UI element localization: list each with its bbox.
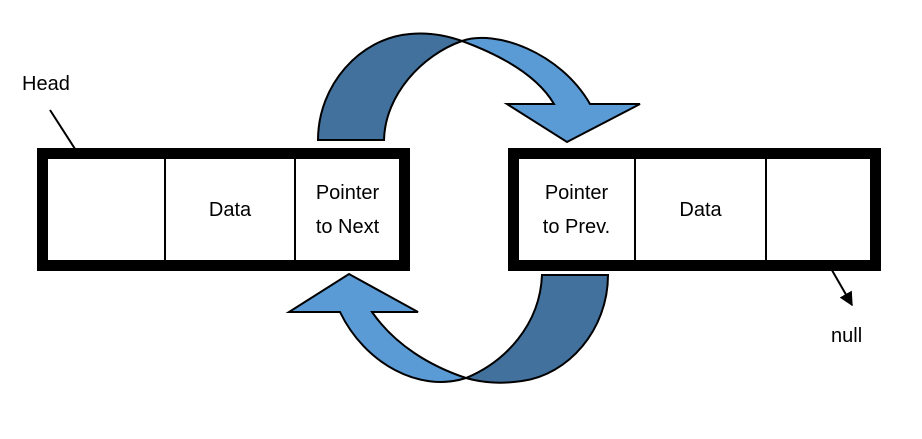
node2-pointer-prev-text: Pointer to Prev.: [542, 181, 611, 238]
node2-data-cell: Data: [636, 159, 767, 260]
head-label: Head: [22, 73, 70, 95]
bottom-curved-arrow: [285, 272, 610, 384]
top-curved-arrow: [316, 32, 641, 144]
node1-data-text: Data: [208, 198, 252, 221]
node2-data-text: Data: [679, 198, 722, 221]
node2-pointer-prev-cell: Pointer to Prev.: [519, 159, 636, 260]
node1-data-cell: Data: [166, 159, 296, 260]
node1-pointer-next-cell: Pointer to Next: [296, 159, 399, 260]
list-node-2: Pointer to Prev. Data: [508, 148, 881, 271]
node2-pointer-next-cell: [767, 159, 870, 260]
node1-pointer-prev-cell: [48, 159, 166, 260]
list-node-1: Data Pointer to Next: [37, 148, 410, 271]
top-arrow-back-band: [316, 32, 465, 141]
bottom-arrow-front-band: [285, 272, 470, 383]
top-arrow-front-band: [459, 36, 641, 144]
null-label: null: [831, 325, 863, 347]
node1-pointer-next-text: Pointer to Next: [315, 181, 380, 238]
bottom-arrow-back-band: [462, 274, 610, 384]
